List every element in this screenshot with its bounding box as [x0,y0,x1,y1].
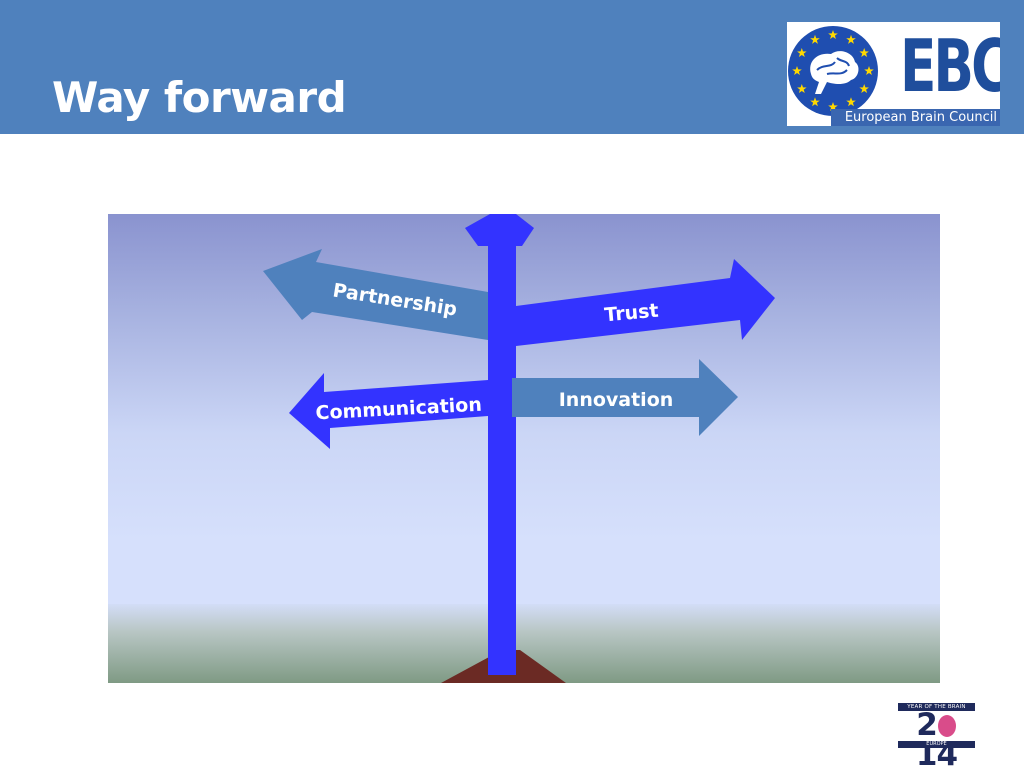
eu-star-icon [864,66,874,75]
year-of-brain-badge: YEAR OF THE BRAIN 214 EUROPE [898,703,975,771]
sign-label-trust: Trust [604,300,660,327]
eu-star-icon [859,48,869,57]
eu-star-icon [797,84,807,93]
badge-bottom-label: EUROPE [898,741,975,748]
eu-stars-brain-icon [788,26,878,116]
eu-star-icon [859,84,869,93]
eu-star-icon [846,34,856,44]
eu-star-icon [846,97,856,107]
sign-partnership: Partnership [263,249,488,340]
ebc-subtitle: European Brain Council [831,109,1000,126]
eu-star-icon [810,34,820,44]
sign-label-innovation: Innovation [559,389,674,411]
sign-trust: Trust [516,259,775,346]
eu-star-icon [828,102,838,111]
header-bar: Way forward EBC European Brain Council [0,0,1024,134]
signpost-pole [488,244,516,675]
badge-top-label: YEAR OF THE BRAIN [898,703,975,711]
badge-year-left: 2 [916,707,938,743]
eu-star-icon [792,66,802,75]
ebc-wordmark: EBC [900,24,1000,108]
eu-star-icon [797,48,807,57]
slide-title: Way forward [52,73,347,122]
badge-year: 214 [898,707,975,771]
sign-innovation: Innovation [512,359,738,436]
eu-star-icon [828,30,838,39]
eu-star-icon [810,97,820,107]
signpost-cap [465,214,534,246]
signpost-scene: Partnership Trust Communication Innovati… [108,214,940,683]
ebc-logo: EBC European Brain Council [787,22,1000,126]
brain-icon [937,715,956,737]
